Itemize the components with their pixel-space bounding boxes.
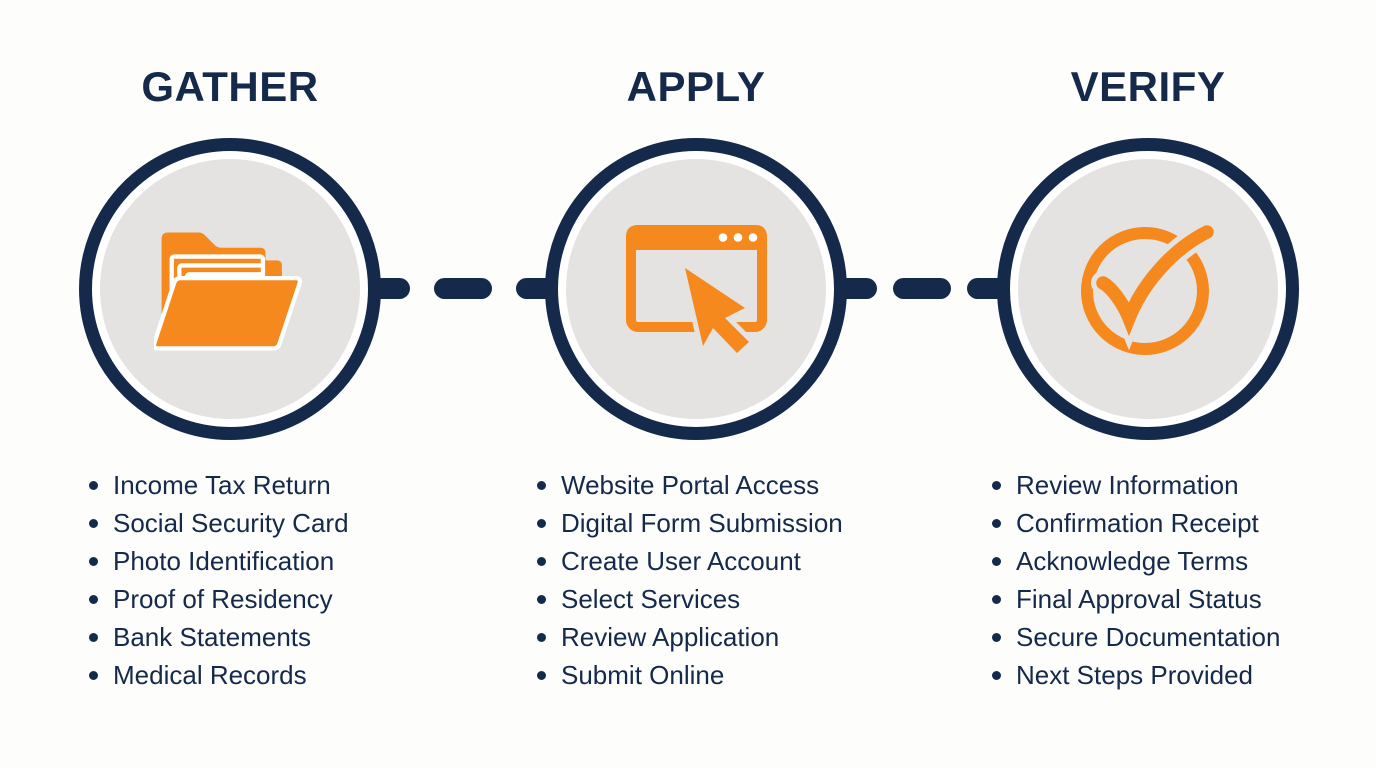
dashed-connector <box>845 278 999 299</box>
list-item: Proof of Residency <box>86 580 432 618</box>
list-item: Website Portal Access <box>534 466 880 504</box>
folder-documents-icon <box>154 232 303 351</box>
list-item: Confirmation Receipt <box>989 504 1335 542</box>
step-circle-verify <box>997 138 1299 440</box>
dashed-connector <box>378 278 548 299</box>
list-item: Review Information <box>989 466 1335 504</box>
list-item: Social Security Card <box>86 504 432 542</box>
list-item: Secure Documentation <box>989 618 1335 656</box>
browser-cursor-icon <box>626 224 767 357</box>
step-title-apply: APPLY <box>626 63 766 110</box>
list-item: Next Steps Provided <box>989 656 1335 694</box>
list-item: Photo Identification <box>86 542 432 580</box>
list-item: Income Tax Return <box>86 466 432 504</box>
apply-checklist: Website Portal Access Digital Form Submi… <box>534 466 880 694</box>
check-circle-icon <box>1081 220 1219 355</box>
list-item: Digital Form Submission <box>534 504 880 542</box>
step-circle-apply <box>545 138 847 440</box>
list-item: Create User Account <box>534 542 880 580</box>
verify-checklist: Review Information Confirmation Receipt … <box>989 466 1335 694</box>
list-item: Medical Records <box>86 656 432 694</box>
step-title-verify: VERIFY <box>1070 63 1226 110</box>
list-item: Acknowledge Terms <box>989 542 1335 580</box>
gather-checklist: Income Tax Return Social Security Card P… <box>86 466 432 694</box>
step-title-gather: GATHER <box>141 63 319 110</box>
list-item: Bank Statements <box>86 618 432 656</box>
step-circle-gather <box>79 138 381 440</box>
list-item: Final Approval Status <box>989 580 1335 618</box>
list-item: Select Services <box>534 580 880 618</box>
list-item: Submit Online <box>534 656 880 694</box>
list-item: Review Application <box>534 618 880 656</box>
